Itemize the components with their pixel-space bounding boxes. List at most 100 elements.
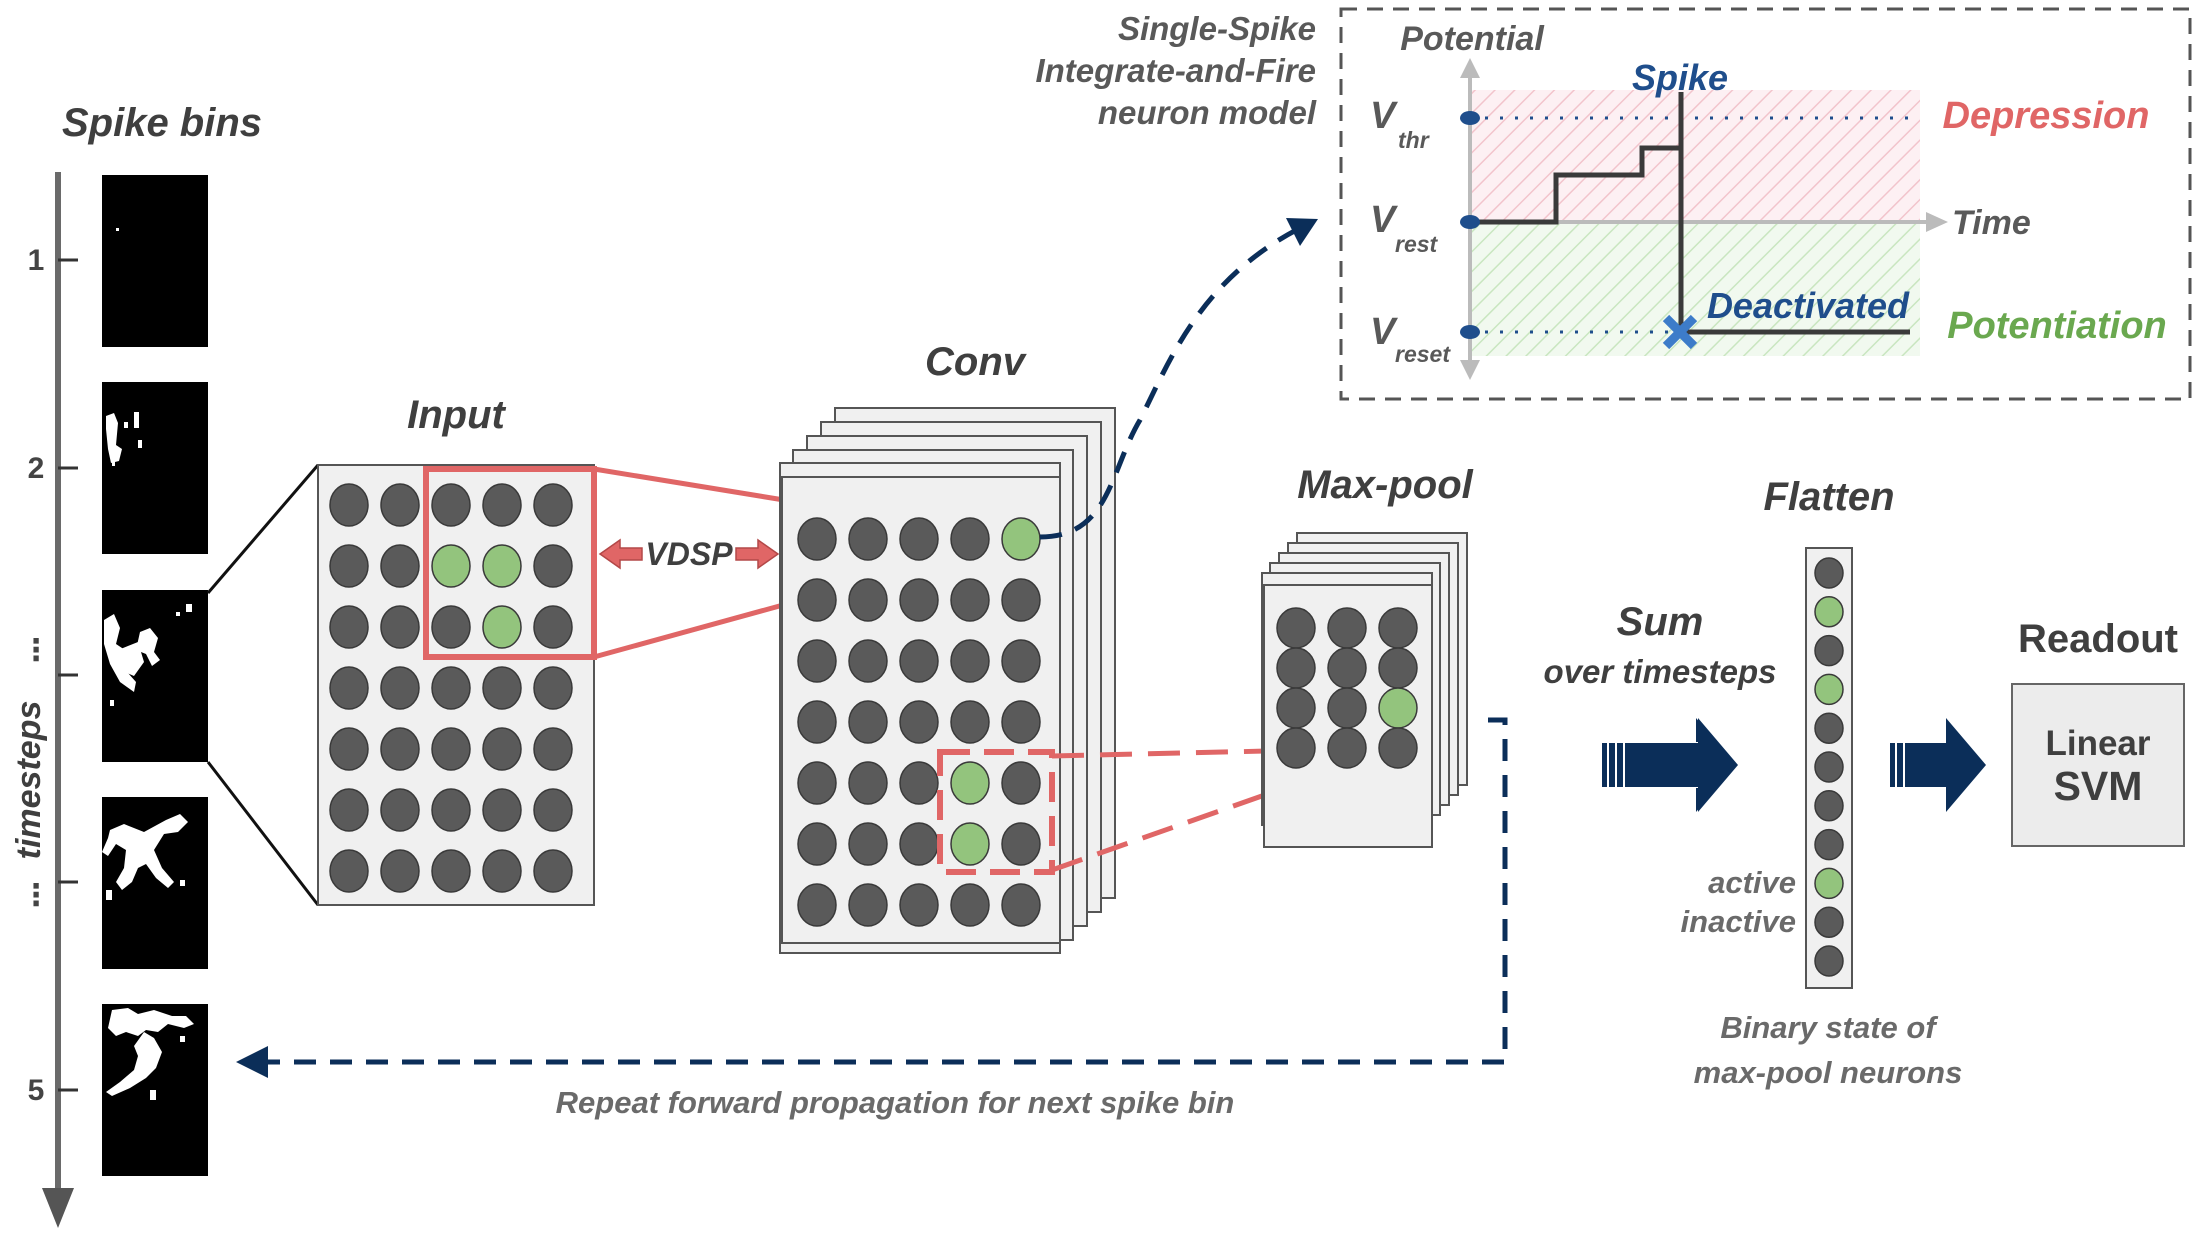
input-neuron	[329, 544, 369, 588]
conv-neuron	[899, 517, 939, 561]
conv-neuron	[899, 578, 939, 622]
conv-neuron	[797, 639, 837, 683]
potential-axis-label: Potential	[1400, 20, 1545, 58]
conv-neuron	[848, 700, 888, 744]
conv-neuron	[848, 883, 888, 927]
conv-neuron	[797, 700, 837, 744]
input-neuron	[329, 788, 369, 832]
repeat-feedback-arrow-head	[236, 1046, 268, 1078]
tick-label-dots-2: ⋮	[21, 879, 51, 912]
conv-neuron	[848, 639, 888, 683]
spike-bin-image-5	[102, 1004, 208, 1176]
conv-neuron	[1001, 761, 1041, 805]
input-neuron	[431, 849, 471, 893]
neuron-model-caption-line3: neuron model	[1098, 94, 1317, 131]
input-neuron	[533, 727, 573, 771]
maxpool-neuron	[1327, 607, 1367, 649]
svg-text:reset: reset	[1395, 341, 1451, 367]
input-neuron	[533, 605, 573, 649]
maxpool-neuron	[1327, 727, 1367, 769]
v-rest-marker	[1460, 215, 1480, 229]
sum-arrow	[1602, 718, 1738, 812]
maxpool-neuron-grid	[1276, 607, 1418, 769]
flatten-neuron	[1814, 751, 1844, 783]
input-neuron	[431, 605, 471, 649]
conv-neuron	[899, 822, 939, 866]
spike-bin-image-2	[102, 382, 208, 554]
svg-text:V: V	[1370, 95, 1398, 137]
deactivated-cross-icon	[1662, 314, 1698, 350]
maxpool-neuron	[1276, 727, 1316, 769]
legend-inactive-label: inactive	[1681, 904, 1796, 939]
conv-neuron	[950, 700, 990, 744]
conv-neuron	[848, 761, 888, 805]
repeat-feedback-arrow	[250, 717, 1508, 1065]
input-layer-title: Input	[407, 393, 506, 437]
potentiation-label: Potentiation	[1947, 305, 2167, 347]
maxpool-neuron	[1378, 727, 1418, 769]
flatten-active-neuron	[1814, 867, 1844, 900]
v-reset-marker	[1460, 325, 1480, 339]
input-neuron	[329, 727, 369, 771]
v-thr-label: V thr	[1370, 95, 1430, 153]
input-neuron	[482, 483, 522, 527]
tick-label-dots-1: ⋮	[21, 634, 51, 667]
conv-neuron	[950, 517, 990, 561]
conv-neuron	[797, 822, 837, 866]
maxpool-layer-title: Max-pool	[1297, 463, 1473, 507]
conv-neuron	[797, 883, 837, 927]
flatten-neuron	[1814, 557, 1844, 589]
flatten-active-neuron	[1814, 596, 1844, 628]
input-neuron	[533, 483, 573, 527]
maxpool-neuron	[1378, 607, 1418, 649]
conv-active-neuron	[1001, 517, 1041, 561]
linear-svm-box	[2011, 683, 2185, 847]
input-neuron	[380, 727, 420, 771]
svg-text:V: V	[1370, 311, 1398, 353]
v-rest-label: V rest	[1370, 199, 1439, 257]
tick-label-5: 5	[28, 1074, 45, 1107]
vdsp-double-arrow	[598, 538, 780, 570]
conv-neuron	[1001, 883, 1041, 927]
input-neuron	[431, 483, 471, 527]
conv-neuron-grid	[797, 517, 1041, 927]
flatten-neuron	[1814, 712, 1844, 744]
input-neuron	[380, 788, 420, 832]
conv-neuron	[797, 517, 837, 561]
flatten-neuron-column	[1814, 557, 1844, 977]
flatten-neuron	[1814, 790, 1844, 822]
input-neuron	[533, 788, 573, 832]
spike-bin-image-4	[102, 797, 208, 969]
conv-neuron	[1001, 639, 1041, 683]
input-active-neuron	[482, 544, 522, 588]
maxpool-neuron	[1378, 647, 1418, 689]
conv-neuron	[950, 883, 990, 927]
input-neuron	[533, 666, 573, 710]
input-neuron	[329, 483, 369, 527]
neuron-model-pointer-head	[1286, 218, 1318, 246]
tick-label-2: 2	[28, 452, 45, 485]
vdsp-label: VDSP	[645, 536, 733, 572]
maxpool-active-neuron	[1378, 687, 1418, 729]
conv-neuron	[848, 822, 888, 866]
maxpool-neuron	[1276, 647, 1316, 689]
input-neuron	[380, 483, 420, 527]
conv-active-neuron	[950, 822, 990, 866]
input-neuron	[380, 605, 420, 649]
maxpool-neuron	[1327, 687, 1367, 729]
spike-bin-image-1	[102, 175, 208, 347]
input-neuron	[380, 849, 420, 893]
maxpool-neuron	[1276, 687, 1316, 729]
deactivated-label: Deactivated	[1707, 285, 1910, 326]
time-axis-label: Time	[1952, 204, 2031, 242]
timestep-axis	[42, 172, 78, 1228]
svg-text:V: V	[1370, 199, 1398, 241]
svm-label-line2: SVM	[2054, 763, 2143, 809]
conv-neuron	[848, 517, 888, 561]
timesteps-axis-label: timesteps	[10, 701, 48, 860]
v-thr-marker	[1460, 111, 1480, 125]
conv-neuron	[1001, 700, 1041, 744]
maxpool-neuron	[1276, 607, 1316, 649]
input-neuron	[482, 666, 522, 710]
